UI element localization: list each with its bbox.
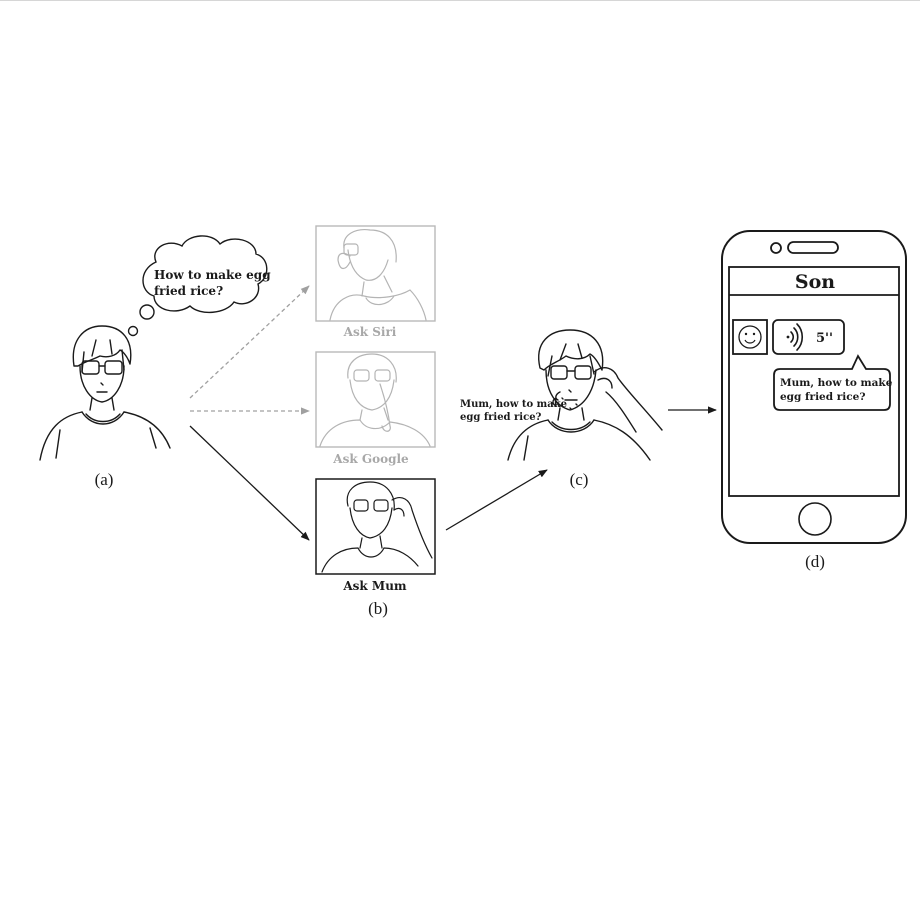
person-voice-message-icon	[507, 329, 663, 461]
option-mum-label: Ask Mum	[342, 579, 407, 593]
panel-d: Son 5'' Mum, how to make egg fried rice?	[721, 230, 907, 571]
thought-bubble-icon	[127, 235, 268, 337]
speech-text-line1: Mum, how to make	[460, 399, 567, 410]
voice-message-bubble[interactable]: 5''	[772, 319, 845, 355]
caption-a: (a)	[95, 470, 114, 489]
smiley-avatar-icon	[732, 319, 768, 355]
person-mum-icon	[321, 481, 433, 573]
person-google-icon	[319, 353, 431, 447]
caption-c: (c)	[570, 470, 589, 489]
top-border	[0, 0, 920, 1]
transcription-line2: egg fried rice?	[780, 391, 865, 403]
person-siri-icon	[329, 229, 427, 321]
option-google: Ask Google	[315, 351, 436, 466]
arrow-to-mum	[189, 425, 310, 541]
speech-text-line2: egg fried rice?	[460, 412, 542, 423]
option-mum: Ask Mum	[315, 478, 436, 593]
voice-duration: 5''	[816, 331, 833, 346]
caption-d: (d)	[805, 552, 825, 571]
panel-b: Ask Siri Ask Google	[315, 225, 436, 618]
thought-text-line2: fried rice?	[154, 284, 223, 298]
transcription-bubble: Mum, how to make egg fried rice?	[773, 354, 893, 411]
option-siri-label: Ask Siri	[343, 325, 397, 339]
voice-wave-icon	[786, 323, 804, 351]
transcription-line1: Mum, how to make	[780, 377, 893, 389]
thought-text-line1: How to make egg	[154, 268, 271, 282]
arrow-to-siri	[189, 285, 310, 399]
caption-b: (b)	[368, 599, 388, 618]
option-siri: Ask Siri	[315, 225, 436, 339]
panel-c: Mum, how to make egg fried rice? (c)	[460, 329, 663, 489]
option-google-label: Ask Google	[332, 452, 409, 466]
contact-name: Son	[795, 271, 835, 293]
panel-a: How to make egg fried rice? (a)	[39, 235, 271, 489]
person-thinking-icon	[39, 325, 171, 461]
arrow-to-c	[445, 469, 548, 531]
